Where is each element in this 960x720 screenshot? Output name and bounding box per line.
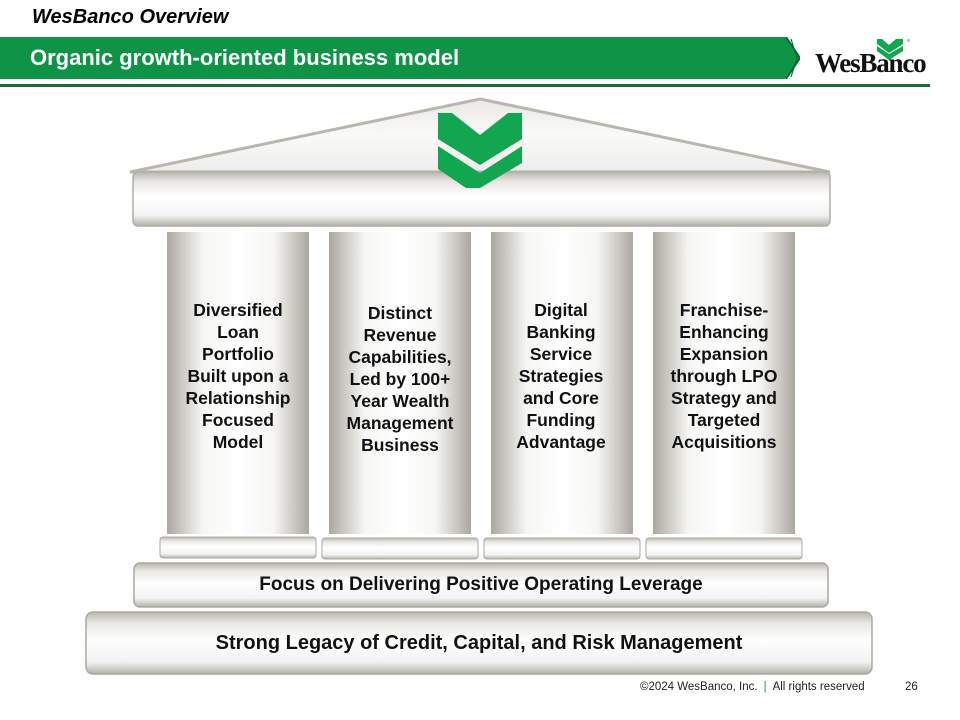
pillar-1-line: Relationship (185, 388, 291, 408)
pillar-2-line: Distinct (367, 303, 433, 323)
logo-wordmark: WesBanco (815, 48, 927, 78)
pillar-2-line: Year Wealth (350, 391, 450, 411)
pillar-3-line: Strategies (518, 366, 604, 386)
pillar-3-text: Digital Banking Service Strategies and C… (496, 299, 626, 453)
pillar-1-line: Diversified (193, 300, 283, 320)
pillar-1-line: Portfolio (202, 344, 274, 364)
copyright: ©2024 WesBanco, Inc. (640, 681, 758, 693)
header-rule (0, 84, 930, 87)
pillar-3-line: Funding (526, 410, 596, 430)
section-title: WesBanco Overview (32, 6, 229, 28)
pillar-2-line: Revenue (363, 325, 437, 345)
footer: ©2024 WesBanco, Inc. | All rights reserved (640, 681, 865, 693)
pillar-4-line: Acquisitions (671, 432, 777, 452)
pillar-1-line: Model (212, 432, 264, 452)
pillar-2-line: Capabilities, (348, 347, 452, 367)
pillar-3-line: Banking (526, 322, 596, 342)
pillar-4-line: Expansion (679, 344, 769, 364)
title-banner (0, 37, 800, 79)
page-title: Organic growth-oriented business model (30, 45, 460, 70)
footer-separator: | (763, 681, 767, 693)
pillar-4-line: Strategy and (671, 388, 777, 408)
upper-step-label: Focus on Delivering Positive Operating L… (259, 574, 703, 595)
pillar-1-text: Diversified Loan Portfolio Built upon a … (173, 299, 303, 453)
pillar-4-text: Franchise- Enhancing Expansion through L… (657, 299, 791, 453)
foundation-label: Strong Legacy of Credit, Capital, and Ri… (215, 632, 743, 654)
pillar-1-line: Loan (217, 322, 259, 342)
pillar-4-line: Targeted (687, 410, 761, 430)
wesbanco-logo-icon: ® (877, 38, 910, 60)
pillar-1-line: Focused (202, 410, 274, 430)
pillar-2-line: Business (361, 435, 439, 455)
pillar-2-text: Distinct Revenue Capabilities, Led by 10… (335, 302, 465, 456)
pillar-4-line: through LPO (670, 366, 778, 386)
pillar-2-line: Management (346, 413, 454, 433)
wesbanco-w-icon (438, 113, 522, 188)
pillar-2-line: Led by 100+ (349, 369, 451, 389)
svg-text:®: ® (907, 38, 910, 43)
pillar-3-line: and Core (523, 388, 599, 408)
rights: All rights reserved (772, 681, 865, 693)
pillar-3-line: Digital (534, 300, 588, 320)
pillar-1-line: Built upon a (187, 366, 289, 386)
pillar-4-line: Franchise- (679, 300, 769, 320)
pillar-3-line: Advantage (516, 432, 606, 452)
pillar-3-line: Service (529, 344, 593, 364)
pillar-4-line: Enhancing (679, 322, 769, 342)
page-number: 26 (905, 681, 918, 693)
